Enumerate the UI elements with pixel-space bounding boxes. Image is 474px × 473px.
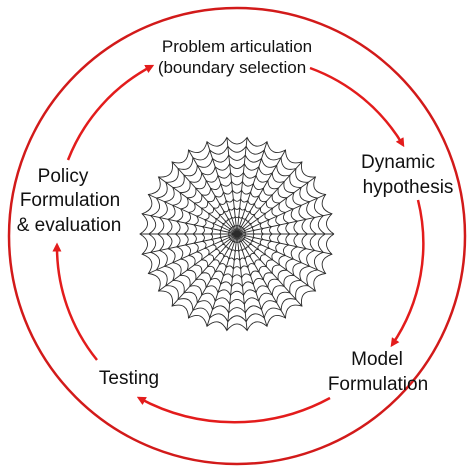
stage-policy-formulation: Policy Formulation & evaluation (17, 166, 122, 236)
policy-formulation-line1: Policy (38, 166, 89, 187)
web-ring (174, 171, 299, 297)
web-ring (227, 224, 247, 244)
policy-formulation-line2: Formulation (20, 190, 120, 211)
web-spoke (236, 161, 303, 235)
stage-problem-articulation: Problem articulation (boundary selection (158, 37, 312, 77)
web-spoke (171, 233, 238, 307)
web-spoke (236, 233, 332, 255)
web-spoke (236, 137, 248, 235)
web-spoke (142, 213, 238, 235)
outer-boundary-circle (7, 6, 467, 466)
web-ring (218, 215, 256, 253)
web-hub (234, 231, 240, 237)
web-spoke (236, 233, 303, 307)
web-ring (200, 198, 273, 270)
web-spoke (171, 161, 238, 235)
web-spoke (206, 141, 238, 235)
arrow-policy-to-problem (66, 64, 155, 161)
web-spoke (236, 213, 332, 235)
web-spoke (158, 176, 238, 235)
problem-articulation-line1: Problem articulation (162, 37, 312, 56)
web-ring (147, 145, 326, 323)
web-ring (165, 162, 308, 306)
web-spoke (158, 233, 238, 292)
web-spoke (236, 233, 316, 292)
stage-model-formulation: Model Formulation (328, 349, 428, 395)
arrow-problem-to-dynamic (309, 66, 405, 148)
web-ring (156, 154, 317, 314)
web-spoke (148, 233, 238, 274)
web-spoke (236, 194, 326, 235)
model-formulation-line2: Formulation (328, 374, 428, 395)
web-ring (139, 136, 335, 332)
web-spoke (188, 233, 238, 319)
policy-formulation-line3: & evaluation (17, 215, 122, 236)
arrow-dynamic-to-model (390, 199, 425, 348)
web-spoke (236, 141, 268, 235)
web-spoke (236, 233, 286, 319)
web-ring (192, 189, 282, 279)
web-spoke (236, 233, 326, 274)
dynamic-hypothesis-line2: hypothesis (363, 177, 454, 198)
spider-web-icon (139, 136, 335, 332)
stage-dynamic-hypothesis: Dynamic hypothesis (361, 152, 453, 198)
web-spoke (226, 233, 238, 331)
dynamic-hypothesis-line1: Dynamic (361, 152, 435, 173)
web-spoke (236, 233, 268, 327)
web-ring (209, 206, 264, 262)
arrow-model-to-testing (136, 396, 331, 424)
web-spoke (236, 176, 316, 235)
web-spoke (148, 194, 238, 235)
stage-testing: Testing (99, 368, 159, 389)
arrow-testing-to-policy (52, 242, 98, 361)
problem-articulation-line2: (boundary selection (158, 58, 306, 77)
web-spoke (226, 137, 238, 235)
model-formulation-line1: Model (351, 349, 403, 370)
testing-line1: Testing (99, 368, 159, 389)
web-spoke (188, 149, 238, 235)
web-spoke (142, 233, 238, 255)
web-spoke (236, 233, 248, 331)
web-ring (183, 180, 291, 288)
web-spoke (236, 149, 286, 235)
web-spoke (206, 233, 238, 327)
